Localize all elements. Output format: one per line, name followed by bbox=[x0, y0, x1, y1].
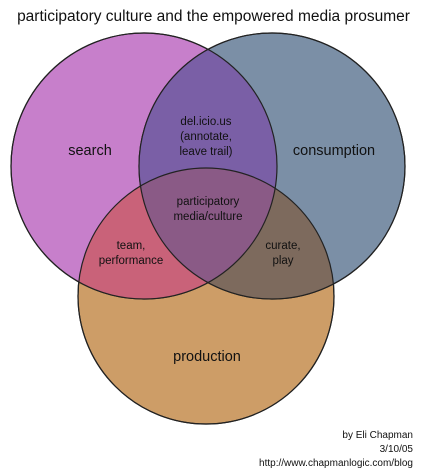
search-production-line-2: performance bbox=[99, 255, 164, 267]
search-label: search bbox=[68, 143, 112, 159]
credit-url: http://www.chapmanlogic.com/blog bbox=[259, 458, 413, 469]
all-three-line-1: participatory bbox=[177, 196, 240, 208]
consumption-production-line-1: curate, bbox=[265, 240, 300, 252]
all-three-line-2: media/culture bbox=[173, 211, 242, 223]
search-outline bbox=[10, 32, 278, 300]
search-consumption-line-1: del.icio.us bbox=[180, 116, 231, 128]
search-production-line-1: team, bbox=[117, 240, 146, 252]
diagram-title: participatory culture and the empowered … bbox=[17, 8, 410, 25]
search-consumption-line-2: (annotate, bbox=[180, 131, 232, 143]
consumption-production-line-2: play bbox=[272, 255, 293, 267]
production-outline bbox=[77, 167, 335, 425]
production-label: production bbox=[173, 349, 241, 365]
consumption-outline bbox=[138, 32, 406, 300]
credit-author: by Eli Chapman bbox=[342, 430, 413, 441]
consumption-label: consumption bbox=[293, 143, 375, 159]
credit-date: 3/10/05 bbox=[379, 444, 413, 455]
search-consumption-line-3: leave trail) bbox=[179, 146, 232, 158]
